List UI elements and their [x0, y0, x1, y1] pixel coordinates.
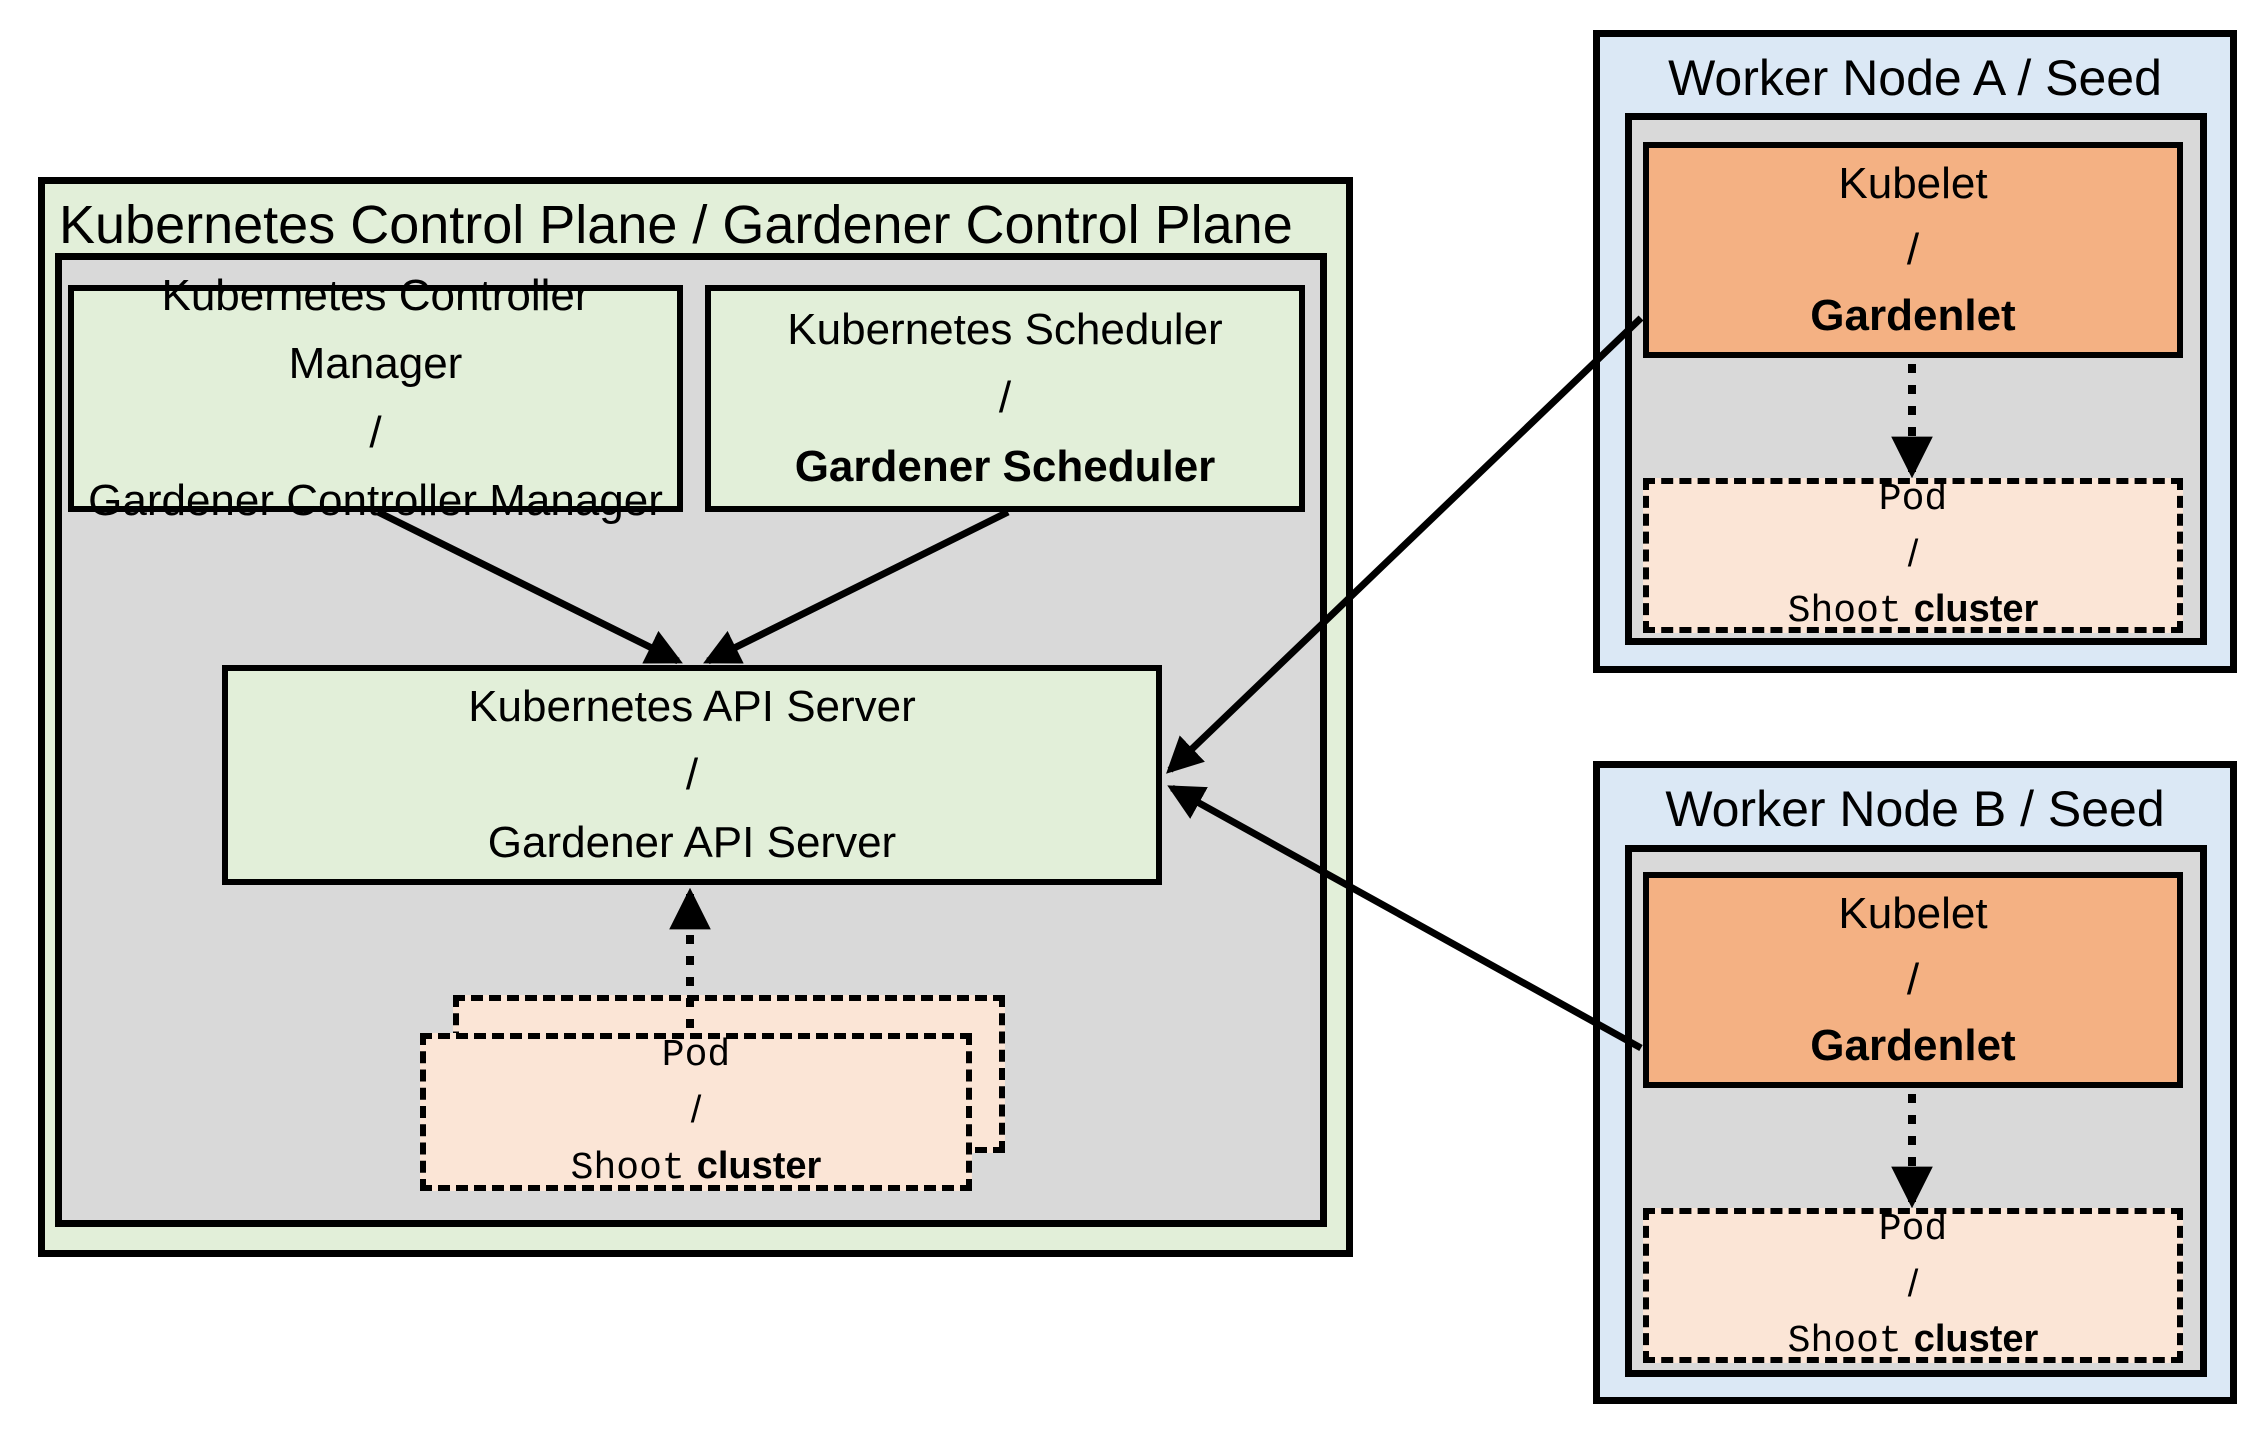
- kubelet-box-b: Kubelet / Gardenlet: [1643, 872, 2183, 1088]
- kubelet-a-line3: Gardenlet: [1810, 291, 2016, 340]
- pod-a-shoot-word: Shoot: [1787, 590, 1902, 634]
- pod-slash: /: [690, 1089, 702, 1132]
- pod-b-slash: /: [1907, 1262, 1919, 1305]
- pod-b-line1: Pod: [1878, 1207, 1948, 1251]
- kubelet-a-slash: /: [1906, 225, 1920, 274]
- scheduler-slash: /: [998, 373, 1012, 423]
- kubelet-b-line3: Gardenlet: [1810, 1021, 2016, 1070]
- pod-shoot-word: Shoot: [570, 1146, 685, 1190]
- scheduler-line1: Kubernetes Scheduler: [787, 305, 1223, 355]
- pod-a-cluster-word: cluster: [1913, 588, 2039, 631]
- api-server-box: Kubernetes API Server / Gardener API Ser…: [222, 665, 1162, 885]
- controller-manager-line3: Gardener Controller Manager: [88, 475, 663, 525]
- pod-b-shoot-word: Shoot: [1787, 1320, 1902, 1364]
- pod-line3: Shoot cluster: [571, 1139, 822, 1196]
- kubelet-box-a: Kubelet / Gardenlet: [1643, 142, 2183, 358]
- kubelet-b-line1: Kubelet: [1838, 889, 1988, 938]
- pod-a-line1: Pod: [1878, 477, 1948, 521]
- scheduler-line3: Gardener Scheduler: [794, 441, 1216, 491]
- pod-a-slash: /: [1907, 532, 1919, 575]
- controller-manager-box: Kubernetes Controller Manager / Gardener…: [68, 271, 683, 525]
- controller-manager-line1: Kubernetes Controller Manager: [161, 271, 590, 389]
- api-server-line1: Kubernetes API Server: [468, 681, 916, 731]
- pod-b-line3: Shoot cluster: [1788, 1312, 2039, 1369]
- controller-manager-slash: /: [369, 407, 382, 457]
- pod-b-cluster-word: cluster: [1913, 1318, 2039, 1361]
- pod-a-line3: Shoot cluster: [1788, 582, 2039, 639]
- kubelet-a-line1: Kubelet: [1838, 159, 1988, 208]
- api-server-slash: /: [685, 749, 699, 799]
- pod-shoot-box-a: Pod / Shoot cluster: [1643, 478, 2183, 633]
- scheduler-box: Kubernetes Scheduler / Gardener Schedule…: [705, 285, 1305, 512]
- pod-shoot-box-front: Pod / Shoot cluster: [420, 1033, 972, 1191]
- api-server-line3: Gardener API Server: [487, 818, 897, 868]
- kubelet-b-slash: /: [1906, 955, 1920, 1004]
- control-plane-title: Kubernetes Control Plane / Gardener Cont…: [59, 195, 1293, 255]
- pod-line1: Pod: [661, 1034, 731, 1078]
- pod-shoot-box-b: Pod / Shoot cluster: [1643, 1208, 2183, 1363]
- pod-cluster-word: cluster: [696, 1144, 822, 1187]
